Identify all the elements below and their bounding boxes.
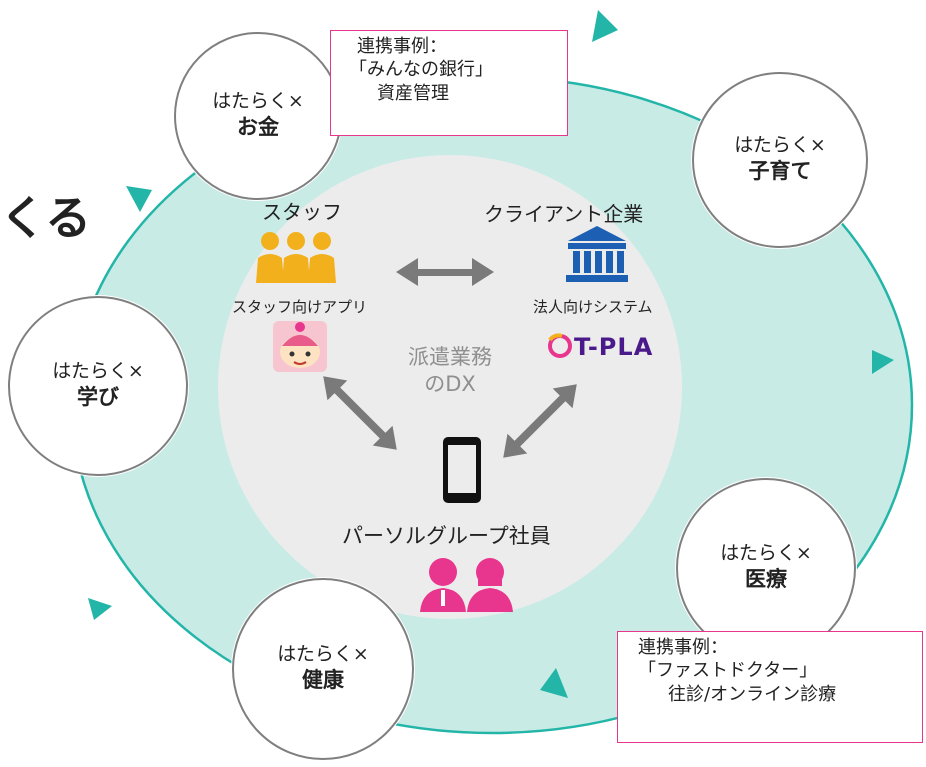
bubble-childcare: はたらく× 子育て (692, 72, 868, 248)
case-line1: 連携事例： (638, 637, 728, 658)
bubble-health: はたらく× 健康 (232, 578, 414, 760)
ring-arrowheads (88, 10, 894, 698)
center-title-line2: のDX (424, 372, 476, 397)
center-title-line1: 派遣業務 (408, 345, 492, 369)
bubble-theme: 子育て (748, 159, 812, 184)
staff-group-icon (256, 232, 336, 283)
case-line3: 資産管理 (377, 82, 449, 104)
case-box-money: 連携事例： 「みんなの銀行」 資産管理 (330, 30, 568, 136)
case-line2: 「ファストドクター」 (638, 660, 818, 682)
bubble-prefix: はたらく× (277, 643, 369, 666)
bank-icon (566, 226, 628, 282)
bubble-theme: 医療 (745, 567, 787, 592)
tpla-logo-text: T-PLA (574, 333, 654, 361)
double-arrow-icon (503, 384, 577, 458)
bubble-prefix: はたらく× (720, 542, 812, 565)
double-arrow-icon (396, 258, 494, 286)
case-line1: 連携事例： (357, 36, 447, 57)
smartphone-icon (443, 437, 481, 503)
bubble-medical: はたらく× 医療 (676, 478, 856, 658)
bubble-money: はたらく× お金 (174, 32, 342, 200)
bubble-learning: はたらく× 学び (8, 296, 188, 476)
case-line2: 「みんなの銀行」 (349, 59, 493, 81)
client-system-label: 法人向けシステム (533, 298, 653, 316)
center-title: 派遣業務 のDX (380, 344, 520, 399)
staff-app-label: スタッフ向けアプリ (232, 298, 368, 316)
bubble-theme: お金 (237, 115, 279, 140)
employee-label: パーソルグループ社員 (342, 524, 551, 548)
employees-icon (420, 558, 513, 612)
bubble-theme: 健康 (302, 668, 344, 693)
tpla-logo-icon (548, 333, 572, 358)
headline-fragment: くる (0, 191, 92, 245)
bubble-prefix: はたらく× (734, 134, 826, 157)
bubble-prefix: はたらく× (52, 360, 144, 383)
double-arrow-icon (323, 376, 397, 450)
staff-label: スタッフ (262, 200, 342, 224)
bubble-theme: 学び (77, 385, 119, 410)
bubble-prefix: はたらく× (212, 90, 304, 113)
case-box-medical: 連携事例： 「ファストドクター」 往診/オンライン診療 (617, 631, 923, 743)
app-character-icon (273, 321, 327, 372)
case-line3: 往診/オンライン診療 (668, 683, 837, 705)
client-label: クライアント企業 (484, 202, 644, 226)
